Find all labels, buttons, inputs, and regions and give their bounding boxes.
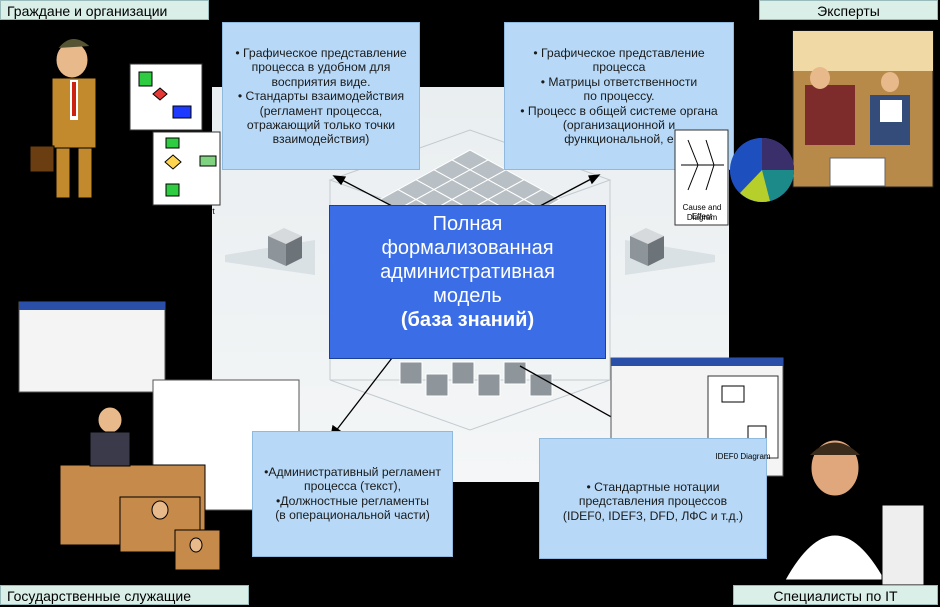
note-line: (регламент процесса, xyxy=(259,103,383,118)
note-line: (IDEF0, IDEF3, DFD, ЛФС и т.д.) xyxy=(562,508,744,523)
note-line: • Стандартные нотации xyxy=(586,480,720,494)
note-line: (в операциональной части) xyxy=(275,508,430,523)
note-it-specialists: • Стандартные нотации представления проц… xyxy=(539,438,767,559)
cube-block xyxy=(425,373,449,397)
central-model-box: Полная формализованная административная … xyxy=(329,205,606,359)
note-experts: • Графическое представление процесса • М… xyxy=(504,22,734,170)
note-civil-servants: •Административный регламент процесса (те… xyxy=(252,431,453,557)
center-line: Полная xyxy=(432,213,503,235)
label-it-specialists: Специалисты по IT xyxy=(733,585,938,605)
note-line: • Графическое представление xyxy=(533,46,705,60)
note-line: восприятия виде. xyxy=(271,74,371,89)
note-line: • Процесс в общей системе органа xyxy=(520,103,718,118)
note-line: функциональной, е xyxy=(564,132,674,147)
note-line: • Стандарты взаимодействия xyxy=(237,89,405,104)
caption-idef0: IDEF0 Diagram xyxy=(715,452,771,461)
caption-basic-flowchart: Basic Flowchart xyxy=(158,207,215,216)
center-line: административная xyxy=(380,261,555,283)
note-line: процесса xyxy=(592,60,646,75)
note-citizens: • Графическое представление процесса в у… xyxy=(222,22,420,170)
cube-block xyxy=(529,373,553,397)
cube-grid xyxy=(378,149,562,397)
label-civil-servants: Государственные служащие xyxy=(0,585,249,605)
note-line: • Матрицы ответственности xyxy=(540,74,698,89)
caption-cause-effect-line1: Cause and Effect xyxy=(682,203,722,221)
center-line-bold: (база знаний) xyxy=(400,309,535,331)
cube-block xyxy=(399,361,423,385)
left-cube xyxy=(268,228,302,266)
note-line: (организационной и xyxy=(562,118,676,133)
note-line: •Административный регламент xyxy=(264,465,441,479)
caption-cause-effect-line2: Diagram xyxy=(686,213,718,222)
cube-block xyxy=(451,361,475,385)
note-line: процесса в удобном для xyxy=(251,60,391,75)
civil-servants-illustration xyxy=(18,301,300,571)
label-citizens: Граждане и организации xyxy=(0,0,209,20)
center-line: формализованная xyxy=(381,237,554,259)
note-line: •Должностные регламенты xyxy=(275,493,430,508)
note-line: представления процессов xyxy=(578,494,728,509)
note-line: • Графическое представление xyxy=(235,46,407,60)
note-line: процесса (текст), xyxy=(304,479,401,494)
cube-block xyxy=(503,361,527,385)
center-line: модель xyxy=(433,285,502,307)
cube-block xyxy=(477,373,501,397)
right-cube xyxy=(630,228,664,266)
note-line: взаимодействия) xyxy=(272,132,370,147)
note-line: по процессу. xyxy=(583,89,655,104)
note-line: отражающий только точки xyxy=(246,118,396,133)
citizen-illustration xyxy=(29,38,221,206)
label-experts: Эксперты xyxy=(759,0,938,20)
